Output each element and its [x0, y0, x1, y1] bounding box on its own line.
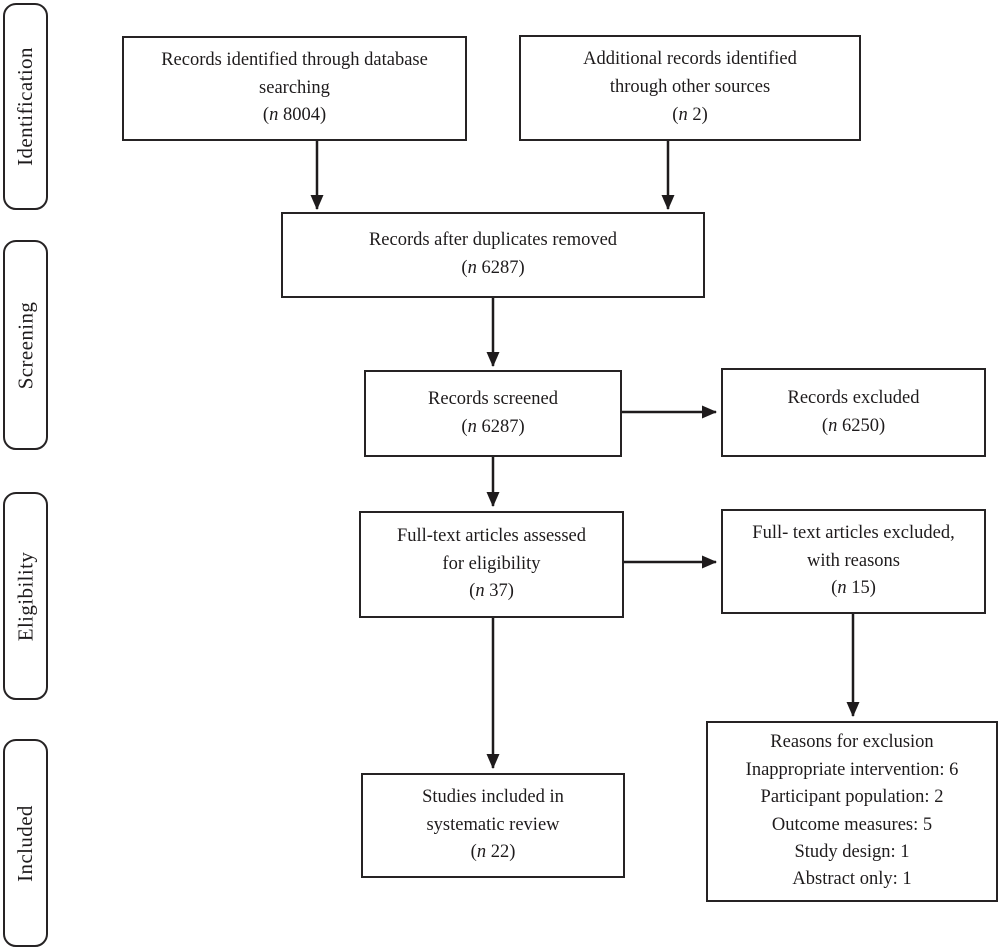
stage-screening: Screening	[3, 240, 48, 450]
stage-identification-label: Identification	[13, 47, 38, 166]
stage-included-label: Included	[13, 804, 38, 882]
stage-eligibility-label: Eligibility	[13, 551, 38, 641]
box-records-after-duplicates-removed: Records after duplicates removed(n 6287)	[281, 212, 705, 298]
stage-included: Included	[3, 739, 48, 947]
stage-eligibility: Eligibility	[3, 492, 48, 700]
stage-identification: Identification	[3, 3, 48, 210]
stage-screening-label: Screening	[13, 301, 38, 389]
box-records-screened: Records screened(n 6287)	[364, 370, 622, 457]
box-records-excluded: Records excluded(n 6250)	[721, 368, 986, 457]
box-fulltext-articles-excluded: Full- text articles excluded,with reason…	[721, 509, 986, 614]
